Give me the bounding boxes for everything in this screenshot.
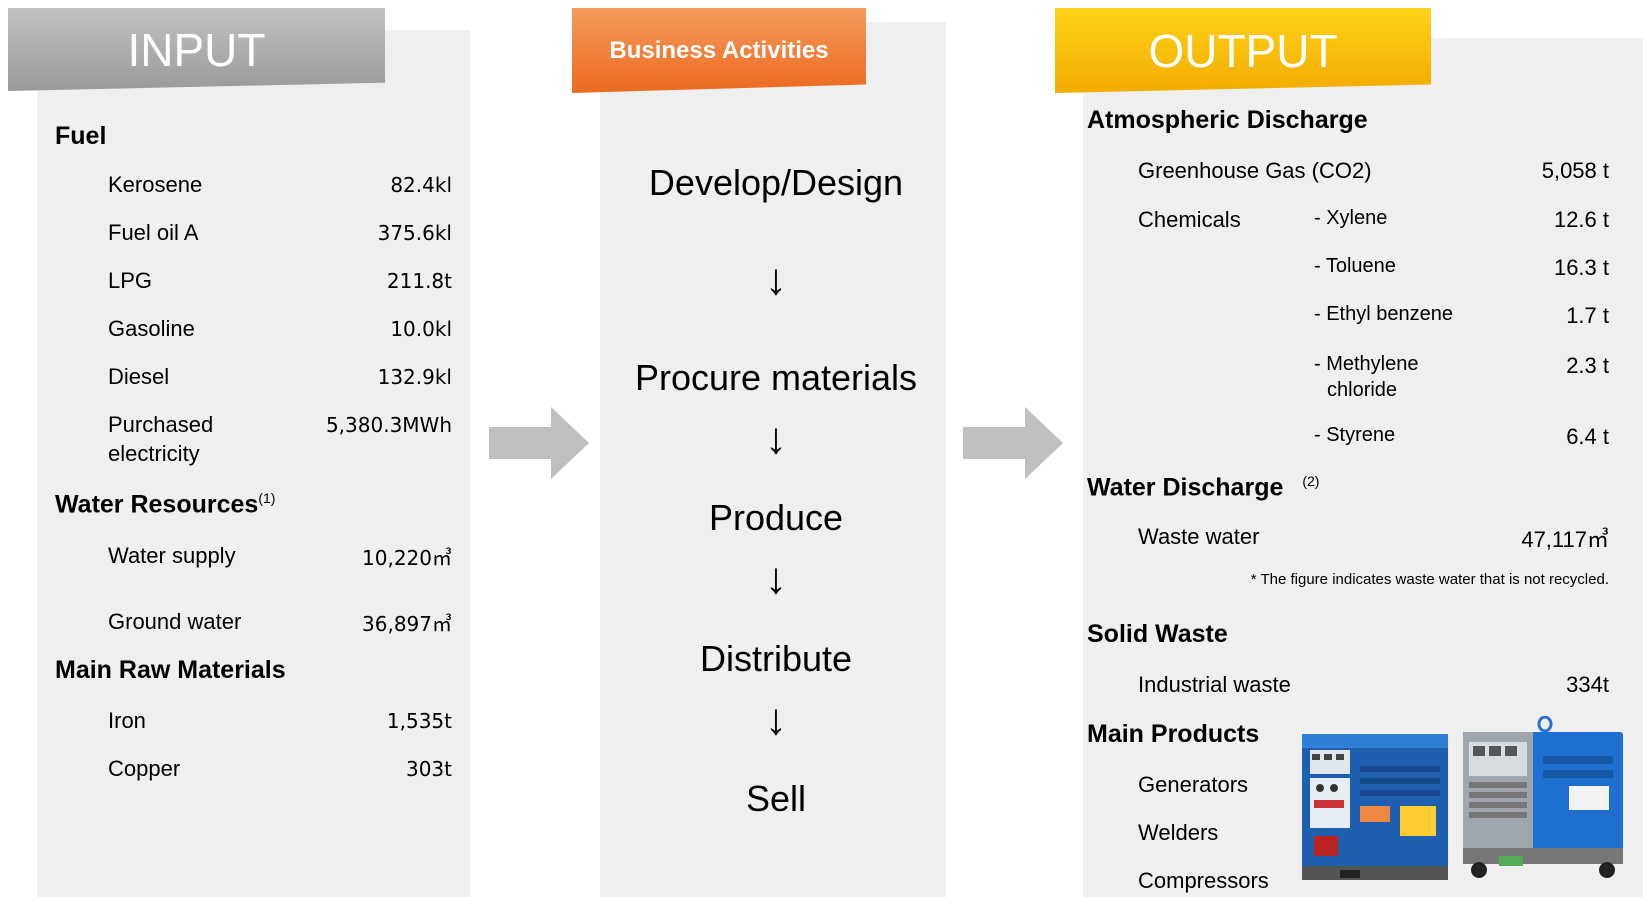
business-title: Business Activities — [609, 36, 829, 64]
input-header: INPUT — [8, 8, 385, 91]
industrial-waste-label: Industrial waste — [1138, 672, 1291, 697]
water-resources-note: (1) — [258, 490, 276, 506]
down-arrow-icon: ↓ — [765, 695, 787, 744]
water-item-value: 36,897㎥ — [362, 612, 452, 636]
waste-water-value: 47,117㎥ — [1521, 527, 1609, 552]
chemical-item-label-line2: chloride — [1327, 379, 1398, 401]
raw-item-value: 1,535t — [386, 709, 452, 733]
down-arrow-icon: ↓ — [765, 554, 787, 603]
chemical-item-label: - Styrene — [1314, 424, 1396, 446]
down-arrow-icon: ↓ — [765, 414, 787, 463]
step-develop-design: Develop/Design — [648, 162, 904, 203]
chemical-item-value: 2.3 t — [1566, 353, 1609, 378]
input-title: INPUT — [127, 23, 266, 76]
step-produce: Produce — [708, 497, 844, 538]
output-title: OUTPUT — [1148, 24, 1338, 77]
water-discharge-note: (2) — [1302, 473, 1320, 489]
chemical-item-label: - Xylene — [1314, 207, 1388, 229]
water-discharge-heading: Water Discharge (2) — [1087, 473, 1319, 502]
step-distribute: Distribute — [699, 638, 853, 679]
welder-image — [1463, 716, 1623, 878]
raw-materials-heading: Main Raw Materials — [55, 656, 286, 684]
product-item: Welders — [1138, 820, 1219, 845]
business-header: Business Activities — [572, 8, 866, 93]
fuel-item-value: 375.6kl — [377, 221, 452, 245]
fuel-item-label-line2: electricity — [108, 441, 200, 466]
water-discharge-title: Water Discharge — [1087, 473, 1284, 502]
fuel-heading: Fuel — [55, 122, 107, 150]
step-procure-materials: Procure materials — [634, 357, 918, 398]
output-header: OUTPUT — [1055, 8, 1431, 93]
chemicals-label: Chemicals — [1138, 207, 1241, 232]
chemical-item-value: 1.7 t — [1566, 303, 1609, 328]
chemical-item-value: 6.4 t — [1566, 424, 1609, 449]
step-sell: Sell — [745, 778, 807, 819]
ghg-label: Greenhouse Gas (CO2) — [1138, 158, 1372, 183]
business-panel — [600, 22, 946, 897]
chemical-item-label: - Ethyl benzene — [1314, 303, 1453, 325]
down-arrow-icon: ↓ — [765, 255, 787, 304]
atmospheric-heading: Atmospheric Discharge — [1087, 106, 1368, 134]
raw-item-label: Iron — [108, 708, 146, 733]
fuel-item-label: Gasoline — [108, 316, 195, 341]
product-item: Generators — [1138, 772, 1249, 797]
solid-waste-heading: Solid Waste — [1087, 620, 1228, 648]
fuel-item-value: 82.4kl — [390, 173, 452, 197]
input-panel — [37, 30, 470, 897]
fuel-item-value: 5,380.3MWh — [325, 413, 452, 437]
waste-water-label: Waste water — [1138, 524, 1260, 549]
product-item: Compressors — [1138, 868, 1269, 893]
raw-item-value: 303t — [405, 757, 452, 781]
industrial-waste-value: 334t — [1566, 672, 1609, 697]
fuel-item-value: 10.0kl — [390, 317, 452, 341]
water-resources-title: Water Resources — [55, 490, 259, 519]
flow-arrow-icon — [963, 407, 1063, 479]
chemical-item-label: - Toluene — [1314, 255, 1396, 277]
fuel-item-label: Diesel — [108, 364, 170, 389]
raw-item-label: Copper — [108, 756, 181, 781]
water-resources-heading: Water Resources(1) — [55, 490, 275, 519]
water-item-label: Ground water — [108, 609, 242, 634]
chemical-item-label: - Methylene — [1314, 353, 1419, 375]
waste-water-footnote: * The figure indicates waste water that … — [1250, 571, 1609, 588]
generator-image — [1302, 734, 1448, 880]
chemical-item-value: 16.3 t — [1553, 255, 1609, 280]
chemical-item-value: 12.6 t — [1553, 207, 1609, 232]
fuel-item-label: Purchased — [108, 412, 214, 437]
fuel-item-label: Fuel oil A — [108, 220, 199, 245]
main-products-heading: Main Products — [1087, 720, 1260, 748]
fuel-item-value: 211.8t — [386, 269, 452, 293]
ghg-value: 5,058 t — [1541, 158, 1609, 183]
water-item-value: 10,220㎥ — [362, 546, 452, 570]
fuel-item-value: 132.9kl — [377, 365, 452, 389]
fuel-item-label: Kerosene — [108, 172, 203, 197]
water-item-label: Water supply — [108, 543, 236, 568]
flow-arrow-icon — [489, 407, 589, 479]
fuel-item-label: LPG — [108, 268, 153, 293]
